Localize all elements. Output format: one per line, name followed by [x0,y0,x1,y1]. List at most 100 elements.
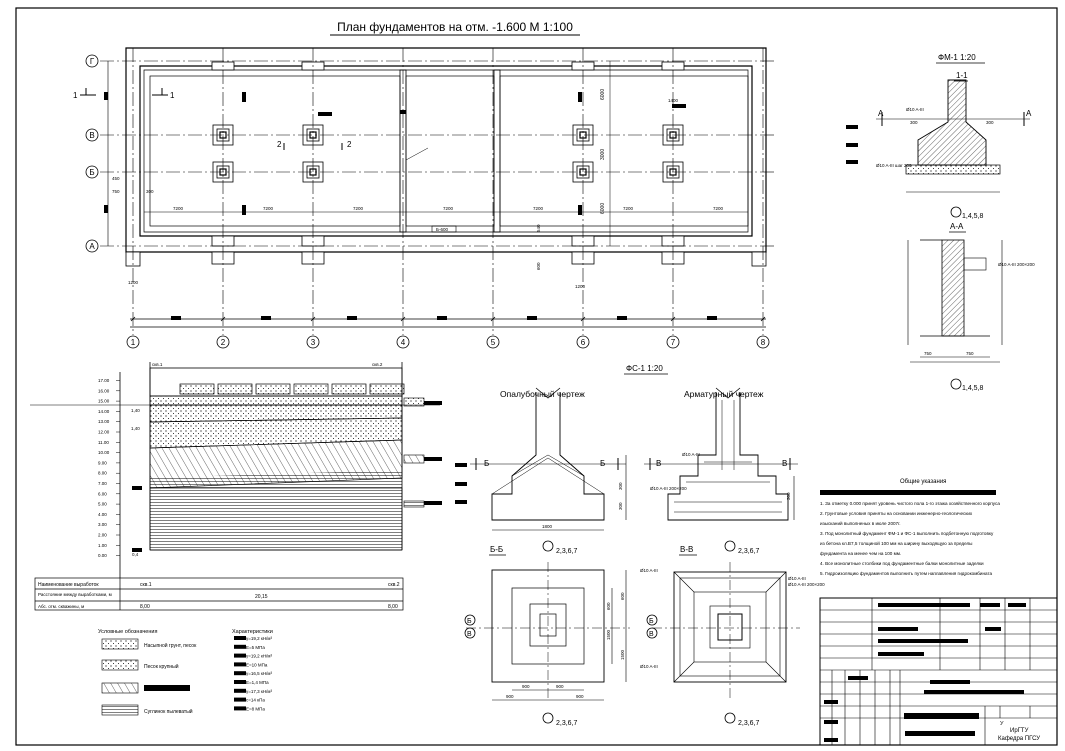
legend-char: γ=19,2 кН/м³ [246,636,272,641]
well-2-label: скв.2 [372,362,383,367]
legend-char: E=10 МПа [246,662,268,667]
plan-title: План фундаментов на отм. -1.600 М 1:100 [337,20,573,34]
bb-dim-h1: 900 [522,684,530,689]
edge-dim-3: 300 [146,189,154,194]
col-axis-bubble [126,335,140,349]
elevation-label: 15.00 [98,399,110,404]
aa-section: А-А Ø10 A-III 200×200 750 750 1,4,5,8 [907,222,1035,392]
bb-dim-v4: 1500 [620,649,625,660]
bb-axis-b: Б [467,618,472,625]
legend-char: γ=19,2 кН/м³ [246,654,272,659]
fs1-dim-h3: 300 [786,492,791,500]
fs1-dim-width: 1800 [542,524,553,529]
row-axis-label: Г [90,57,95,66]
bb-title: Б-Б [490,545,503,554]
row-axis-bubble [85,165,99,179]
bb-axis-v: В [467,631,472,638]
geological-section: 17.0016.0015.0014.0013.0012.0011.0010.00… [30,362,442,611]
title-block: У ИрГТУ Кафедра ПГСУ [819,597,1058,746]
fs1-formwork-label: Опалубочный чертеж [500,389,585,399]
col-axis-bubble [396,335,410,349]
fs1-cut-b-right: Б [600,459,605,468]
bb-dim-h3: 900 [506,694,514,699]
note-line: изысканий выполненых в июле 2007г. [820,520,901,526]
fm1-dim-1: 300 [910,120,918,125]
fs1-dim-h2: 300 [618,502,623,510]
elevation-label: 10.00 [98,450,110,455]
span-dim: 7200 [713,206,724,211]
elevation-label: 7.00 [98,481,107,486]
fs1-title: ФС-1 1:20 [626,364,663,373]
note-line: 1. За отметку 0.000 принят уровень чисто… [820,500,1000,506]
col-axis-label: 2 [221,338,226,347]
elevation-label: 14.00 [98,409,110,414]
small-dim-2: 600 [536,262,541,270]
col-axis-bubble [666,335,680,349]
bb-dim-h4: 900 [576,694,584,699]
row-axis-label: А [89,242,95,251]
elevation-label: 17.00 [98,378,110,383]
small-dim-1: 540 [536,224,541,232]
legend-item-1: Насыпной грунт, песок [144,642,197,649]
bb-dim-v3: 600 [620,592,625,600]
edge-dim-1: 450 [112,176,120,181]
span-dim: 7200 [533,206,544,211]
fm1-detail: ФМ-1 1:20 1-1 А А 300 300 Ø10 A-II [846,53,1032,220]
elevation-label: 3.00 [98,522,107,527]
fs1-cut-v-right: В [782,459,787,468]
row-axis-bubble [85,239,99,253]
fm1-title: ФМ-1 1:20 [938,53,976,62]
bb-dim-v1: 600 [606,602,611,610]
legend: Условные обозначения Характеристики Насы… [98,629,273,716]
general-notes: Общие указания 1. За отметку 0.000 приня… [820,479,1000,576]
note-line: из бетона кл.В7,5 толщиной 100 мм на шир… [820,540,972,546]
legend-char: c=14 кПа [246,698,265,703]
legend-item-2: Песок крупный [144,663,179,670]
dim-v3: 6000 [600,203,606,214]
row-axis-bubble [85,128,99,142]
legend-char-title: Характеристики [232,629,273,635]
note-line: 2. Грунтовые условия приняты на основани… [820,511,973,516]
vv-rebar-2: Ø10 A-III 200×200 [788,582,825,587]
note-line: 5. Гидроизоляцию фундаментов выполнить п… [820,571,993,576]
col-axis-bubble [576,335,590,349]
vv-axis-b: Б [649,618,654,625]
well-mark-2: 1,40 [131,426,140,431]
table-r3: Абс. отм. скважины, м [38,604,84,609]
legend-char: E=5 МПа [246,645,265,650]
well-1-label: скв.1 [152,362,163,367]
fm1-dim-2: 300 [986,120,994,125]
section-mark-1a: 1 [73,91,78,100]
col-axis-label: 8 [761,338,766,347]
note-line: фундамента на менее чем на 100 мм. [820,551,901,556]
table-r3b: 8,00 [388,604,398,610]
vv-axis-v: В [649,631,654,638]
dim-v2: 3000 [600,149,606,160]
elevation-label: 12.00 [98,430,110,435]
sheet-frame [15,7,1058,746]
aa-dim-2: 750 [966,351,974,356]
table-r2v: 20,15 [255,594,268,600]
bb-dim-h2: 900 [556,684,564,689]
legend-title: Условные обозначения [98,629,157,635]
fs1-rebar-b: Ø10 A-III 200×200 [650,486,687,491]
fs1-dim-h1: 300 [618,482,623,490]
elevation-label: 8.00 [98,471,107,476]
fs1-cut-b-left: Б [484,459,489,468]
row-axis-label: Б [89,168,94,177]
fs1-rebar-a: Ø10 A-III [682,452,700,457]
table-r3a: 8,00 [140,604,150,610]
col-axis-label: 3 [311,338,316,347]
fs1-callout-2: 2,3,6,7 [738,548,760,555]
stamp-org: ИрГТУ [1010,728,1029,734]
note-line: 4. Все монолитные столбики под фундамент… [820,561,984,566]
vv-rebar-4: Ø10 A-III [640,664,658,669]
fm1-rebar-1: Ø10 A-III [906,107,924,112]
aa-rebar: Ø10 A-III 200×200 [998,262,1035,267]
dim-v1: 6000 [600,89,606,100]
table-r1b: скв.2 [388,582,400,588]
vv-title: В-В [680,545,693,554]
small-dim-3: 1200 [575,284,586,289]
